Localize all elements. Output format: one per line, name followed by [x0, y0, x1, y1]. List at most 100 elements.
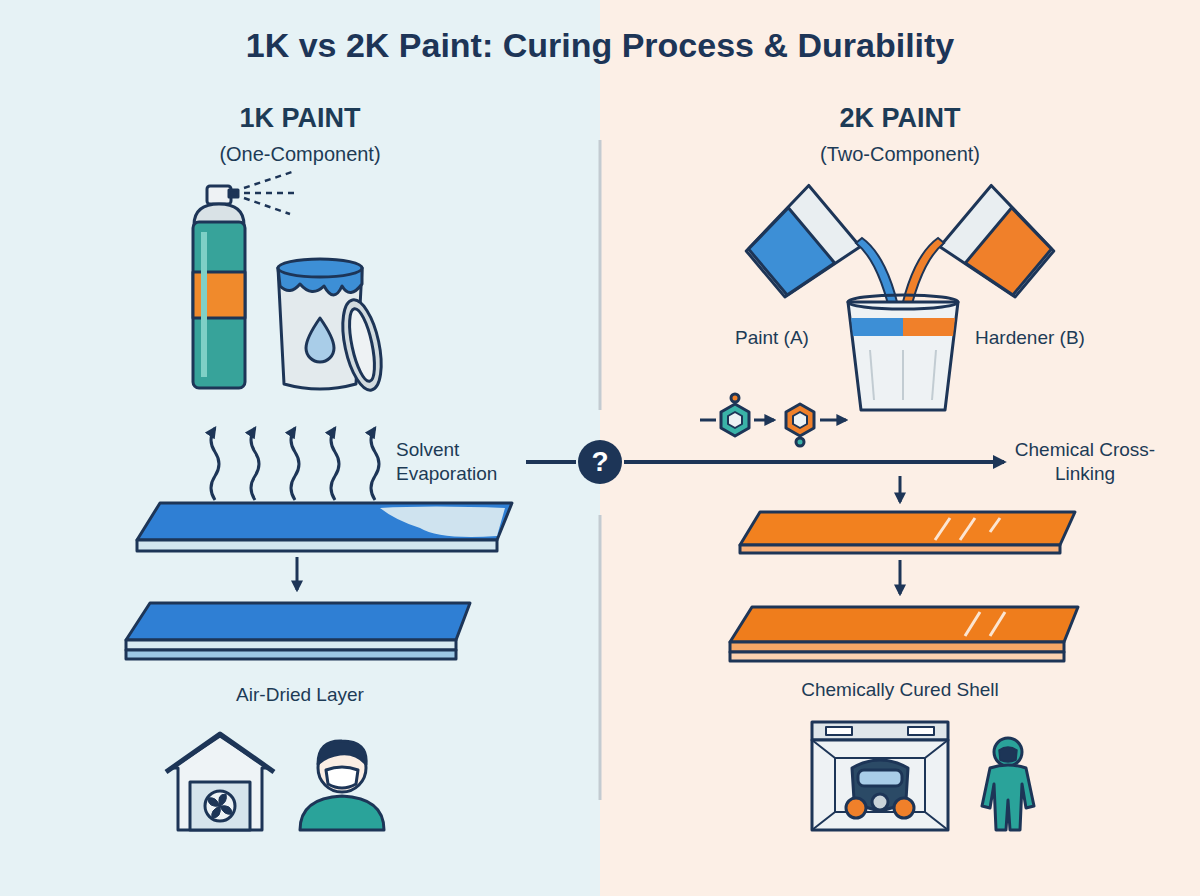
divider	[599, 140, 602, 410]
molecule-icon	[700, 419, 716, 422]
mixing-cup	[902, 350, 904, 400]
wet-paint-layer	[137, 503, 512, 551]
mixing-cup	[903, 318, 955, 336]
mixing-cup	[848, 295, 958, 309]
mixing-cup	[848, 295, 958, 410]
spray-booth-icon	[812, 722, 948, 740]
molecule-icon	[793, 412, 807, 428]
spray-booth-icon	[908, 727, 934, 735]
panel-heading: 1K PAINT	[0, 102, 600, 136]
garage-icon	[190, 782, 250, 830]
molecule-icon	[796, 438, 804, 446]
process-text: Chemical Cross-Linking	[1014, 438, 1156, 486]
paint-bucket	[345, 307, 380, 384]
spray-can	[244, 198, 290, 214]
molecule-icon	[728, 412, 742, 428]
cured-shell-layer	[730, 607, 1078, 661]
evaporation-arrows	[211, 428, 219, 500]
respirator-icon	[894, 798, 914, 818]
garage-icon	[172, 736, 268, 830]
garage-icon	[166, 734, 274, 830]
evaporation-arrows	[371, 428, 379, 500]
component-panel: 1K PAINT(One-Component)Solvent Evaporati…	[0, 0, 600, 896]
paint-cup	[740, 185, 860, 304]
component-label: Paint (A)	[735, 327, 809, 349]
question-mark: ?	[591, 448, 608, 476]
flow-connector	[624, 460, 1004, 464]
cured-shell-layer	[965, 612, 1005, 636]
panel-grounds	[600, 0, 1200, 896]
component-label: Hardener (B)	[975, 327, 1085, 349]
result-label: Air-Dried Layer	[236, 684, 364, 706]
divider	[599, 515, 602, 800]
evaporation-arrows	[331, 428, 339, 500]
hardener-cup	[940, 185, 1060, 304]
respirator-icon	[872, 794, 888, 810]
suited-worker-icon	[982, 765, 1034, 830]
flow-arrow	[296, 557, 299, 590]
molecule-icon	[754, 419, 774, 422]
garage-icon	[166, 734, 274, 772]
process-label: Chemical Cross-Linking	[1010, 436, 1160, 488]
garage-icon	[208, 794, 232, 818]
mixing-cup	[870, 350, 936, 400]
cross-linking-layer	[990, 518, 1000, 532]
air-dried-layer	[126, 650, 456, 659]
wet-paint-layer	[137, 540, 497, 551]
diagram-title: 1K vs 2K Paint: Curing Process & Durabil…	[0, 26, 1200, 65]
mixing-cup	[870, 350, 874, 400]
cross-linking-layer	[740, 512, 1075, 545]
cured-shell-layer	[990, 612, 1005, 636]
mixing-cup	[851, 318, 903, 336]
panel-grounds	[0, 0, 600, 896]
panel-heading: 2K PAINT	[600, 102, 1200, 136]
spray-booth-icon	[812, 722, 948, 830]
molecule-icon	[820, 419, 846, 422]
paint-cup	[745, 208, 835, 300]
flow-arrow	[899, 560, 902, 594]
panel-subheading: (Two-Component)	[600, 142, 1200, 167]
evaporation-arrows	[211, 428, 379, 500]
person-icon	[326, 767, 358, 788]
spray-can	[244, 192, 296, 195]
spray-booth-icon	[812, 740, 948, 830]
suited-worker-icon	[994, 738, 1022, 766]
hardener-cup	[940, 185, 1060, 304]
flow-arrow	[296, 557, 299, 590]
air-dried-layer	[126, 603, 470, 659]
spray-can	[229, 190, 238, 197]
wet-paint-layer	[137, 503, 512, 540]
respirator-icon	[858, 770, 902, 786]
suited-worker-icon	[999, 747, 1017, 762]
panel-subheading: (One-Component)	[0, 142, 600, 167]
evaporation-arrows	[291, 428, 299, 500]
cross-linking-layer	[935, 518, 950, 540]
cross-linking-layer	[960, 518, 975, 540]
molecule-icon	[700, 394, 846, 446]
molecule-icon	[731, 394, 739, 402]
cross-linking-layer	[740, 512, 1075, 553]
paint-bucket	[278, 259, 362, 277]
spray-can	[201, 232, 207, 377]
cured-shell-layer	[965, 612, 980, 636]
person-icon	[300, 741, 384, 830]
person-icon	[318, 741, 366, 764]
spray-can	[193, 272, 245, 318]
paint-bucket	[336, 296, 388, 393]
evaporation-arrows	[251, 428, 259, 500]
flow-connector	[526, 460, 576, 464]
spray-can	[244, 172, 292, 188]
spray-can	[244, 172, 296, 214]
result-label: Chemically Cured Shell	[801, 679, 998, 701]
garage-icon	[205, 791, 235, 821]
spray-booth-icon	[812, 740, 948, 830]
spray-can	[207, 186, 231, 204]
cured-shell-layer	[730, 652, 1064, 661]
component-panel: 2K PAINT (Two-Component) Chemical Cross-Li…	[600, 0, 1200, 896]
paint-bucket	[306, 318, 334, 362]
suited-worker-icon	[982, 738, 1034, 830]
flow-arrow	[899, 476, 902, 502]
molecule-icon	[786, 404, 814, 436]
